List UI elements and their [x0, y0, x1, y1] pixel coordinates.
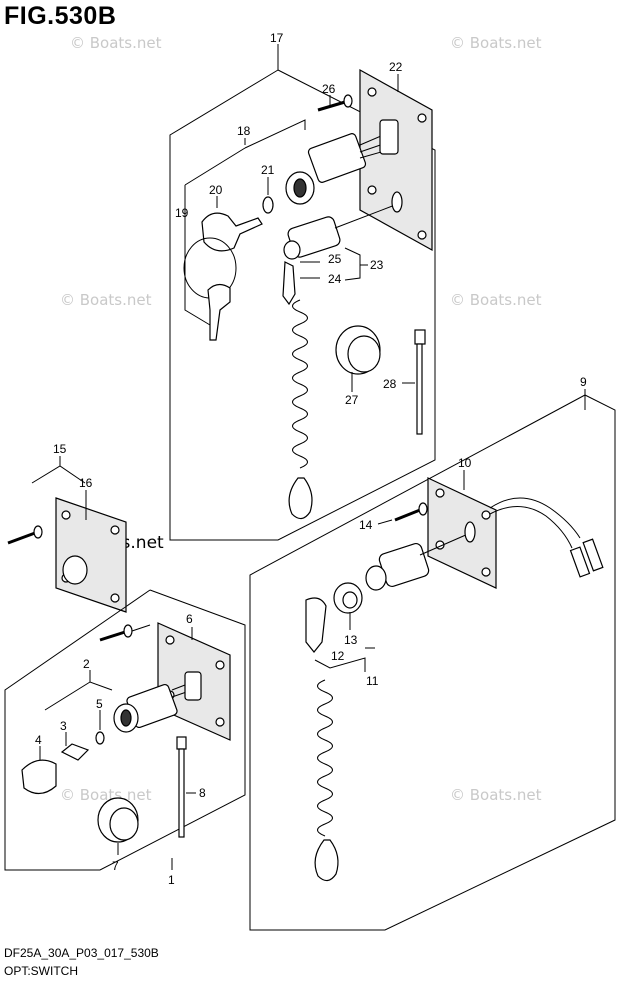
callout-28: 28 — [383, 377, 397, 391]
callout-labels: 17 22 26 18 21 20 19 25 23 24 28 27 9 15… — [35, 31, 587, 887]
harness-10 — [489, 497, 604, 578]
callout-25: 25 — [328, 252, 342, 266]
callout-26: 26 — [322, 82, 336, 96]
washer-21 — [262, 196, 274, 214]
drawing-code: DF25A_30A_P03_017_530B — [4, 946, 159, 960]
clip-12 — [305, 597, 327, 653]
lanyard-coil-right — [317, 679, 333, 837]
callout-20: 20 — [209, 183, 223, 197]
screw-15 — [7, 531, 36, 545]
callout-22: 22 — [389, 60, 403, 74]
key-fob-4 — [21, 759, 57, 795]
kit-15-group — [7, 456, 127, 613]
callout-13: 13 — [344, 633, 358, 647]
watermark: © Boats.net — [70, 34, 162, 52]
callout-11: 11 — [366, 674, 379, 688]
cap-7 — [97, 797, 139, 843]
callout-5: 5 — [96, 697, 103, 711]
callout-8: 8 — [199, 786, 206, 800]
watermark: © Boats.net — [450, 786, 542, 804]
callout-15: 15 — [53, 442, 67, 456]
watermark: © Boats.net — [60, 786, 152, 804]
screw-26 — [317, 94, 353, 112]
callout-21: 21 — [261, 163, 275, 177]
callout-3: 3 — [60, 719, 67, 733]
lanyard-clip-right — [314, 839, 339, 882]
callout-16: 16 — [79, 476, 93, 490]
lanyard-switch-11 — [365, 521, 476, 591]
kit-9-frame — [249, 394, 616, 931]
callout-14: 14 — [359, 518, 373, 532]
tie-8 — [176, 736, 187, 838]
callout-9: 9 — [580, 375, 587, 389]
kit-9-group — [249, 389, 616, 931]
callout-19: 19 — [175, 206, 189, 220]
screw-14 — [394, 508, 421, 522]
callout-27: 27 — [345, 393, 359, 407]
watermark: © Boats.net — [450, 34, 542, 52]
key-3 — [60, 743, 90, 761]
callout-23: 23 — [370, 258, 384, 272]
drawing-name: OPT:SWITCH — [4, 964, 78, 978]
kit-1-frame — [4, 589, 246, 871]
tie-28 — [414, 329, 426, 435]
watermark: © Boats.net — [60, 291, 152, 309]
washer-5 — [95, 731, 105, 745]
watermark: © Boats.net — [450, 291, 542, 309]
callout-7: 7 — [112, 859, 119, 873]
callout-1: 1 — [168, 873, 175, 887]
kit-17-frame — [169, 69, 436, 541]
kit-17-group — [169, 44, 436, 541]
key-set-19-20 — [183, 212, 263, 341]
callout-17: 17 — [270, 31, 284, 45]
watermarks: © Boats.net © Boats.net © Boats.net © Bo… — [60, 34, 542, 804]
callout-12: 12 — [331, 649, 345, 663]
kit-1-group — [4, 589, 246, 871]
callout-4: 4 — [35, 733, 42, 747]
lanyard-coil-top — [292, 299, 308, 469]
cap-27 — [335, 325, 381, 375]
screw-6 — [99, 630, 126, 642]
callout-10: 10 — [458, 456, 472, 470]
switch-knob-16 — [62, 555, 88, 585]
lanyard-switch-23 — [282, 191, 403, 306]
panel-10 — [427, 477, 497, 589]
callout-2: 2 — [83, 657, 90, 671]
panel-22 — [359, 68, 433, 252]
ignition-switch-2 — [113, 671, 202, 733]
callout-6: 6 — [186, 612, 193, 626]
callout-18: 18 — [237, 124, 251, 138]
ignition-switch-body — [285, 119, 399, 205]
nut-13 — [333, 582, 363, 614]
figure-title: FIG.530B — [4, 2, 117, 30]
callout-24: 24 — [328, 272, 342, 286]
lanyard-clip-top — [288, 477, 313, 520]
